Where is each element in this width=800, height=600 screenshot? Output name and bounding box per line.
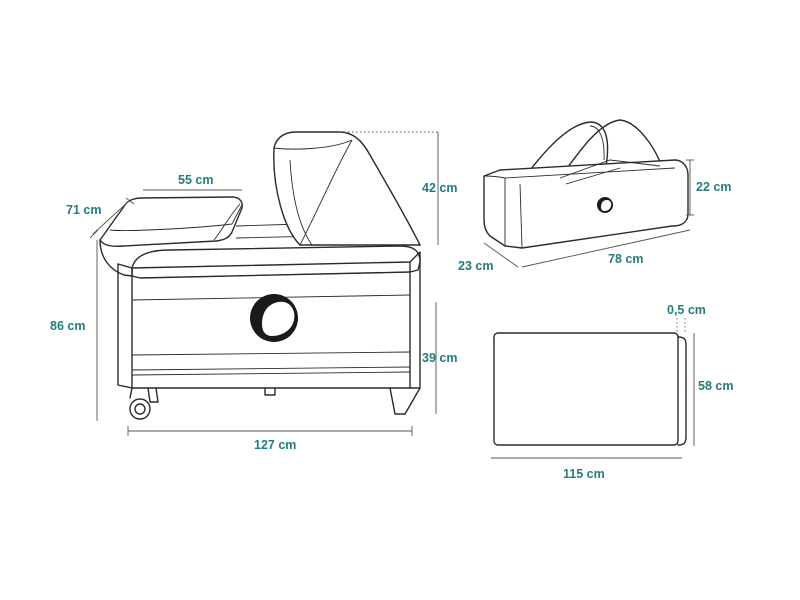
total-height-label: 86 cm [50, 319, 85, 333]
canopy-height-label: 42 cm [422, 181, 457, 195]
cot-dimension-lines [89, 131, 439, 436]
bag-length-label: 78 cm [608, 252, 643, 266]
bed-height-label: 39 cm [422, 351, 457, 365]
mattress-thickness-label: 0,5 cm [667, 303, 706, 317]
bag-height-label: 22 cm [696, 180, 731, 194]
changer-width-label: 55 cm [178, 173, 213, 187]
travel-cot-drawing [99, 131, 421, 420]
mattress-dimension-lines [491, 318, 695, 459]
mattress-length-label: 115 cm [563, 467, 605, 481]
bag-depth-label: 23 cm [458, 259, 493, 273]
mattress-width-label: 58 cm [698, 379, 733, 393]
brand-logo-icon [250, 294, 298, 342]
changer-depth-label: 71 cm [66, 203, 101, 217]
carry-bag-drawing [483, 119, 689, 249]
mattress-drawing [493, 332, 687, 446]
bag-dimension-lines [483, 159, 694, 268]
cot-length-label: 127 cm [254, 438, 296, 452]
wheel-icon [129, 398, 151, 420]
